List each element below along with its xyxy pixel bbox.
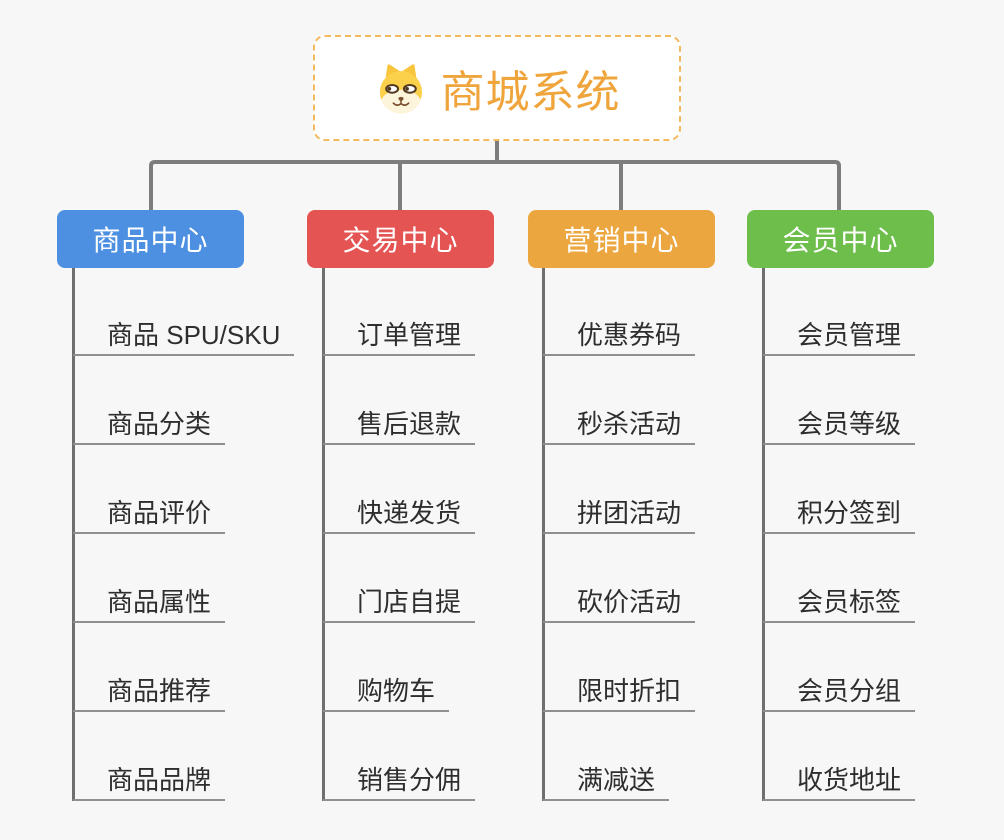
branch-rail xyxy=(542,268,545,801)
leaf-node[interactable]: 商品评价 xyxy=(73,496,226,534)
leaf-node[interactable]: 售后退款 xyxy=(323,407,476,445)
leaf-node[interactable]: 收货地址 xyxy=(763,763,916,801)
leaf-node[interactable]: 会员标签 xyxy=(763,585,916,623)
leaf-node[interactable]: 订单管理 xyxy=(323,318,476,356)
leaf-node[interactable]: 商品 SPU/SKU xyxy=(73,318,295,356)
branch-member-center[interactable]: 会员中心 xyxy=(747,210,934,268)
leaf-node[interactable]: 商品分类 xyxy=(73,407,226,445)
branch-product-center[interactable]: 商品中心 xyxy=(57,210,244,268)
leaf-node[interactable]: 会员等级 xyxy=(763,407,916,445)
leaf-node[interactable]: 销售分佣 xyxy=(323,763,476,801)
branch-marketing-center[interactable]: 营销中心 xyxy=(528,210,715,268)
leaf-node[interactable]: 商品属性 xyxy=(73,585,226,623)
leaf-node[interactable]: 会员管理 xyxy=(763,318,916,356)
leaf-node[interactable]: 满减送 xyxy=(543,763,670,801)
leaf-node[interactable]: 秒杀活动 xyxy=(543,407,696,445)
branch-rail xyxy=(72,268,75,801)
branch-label: 交易中心 xyxy=(342,225,459,256)
leaf-node[interactable]: 会员分组 xyxy=(763,674,916,712)
leaf-node[interactable]: 快递发货 xyxy=(323,496,476,534)
leaf-node[interactable]: 商品推荐 xyxy=(73,674,226,712)
branch-rail xyxy=(762,268,765,801)
leaf-node[interactable]: 积分签到 xyxy=(763,496,916,534)
root-node[interactable]: 商城系统 xyxy=(313,35,681,141)
shiba-dog-face-icon xyxy=(379,64,422,114)
leaf-node[interactable]: 砍价活动 xyxy=(543,585,696,623)
leaf-node[interactable]: 商品品牌 xyxy=(73,763,226,801)
branch-label: 营销中心 xyxy=(563,225,680,256)
leaf-node[interactable]: 限时折扣 xyxy=(543,674,696,712)
branch-label: 商品中心 xyxy=(92,225,209,256)
leaf-node[interactable]: 拼团活动 xyxy=(543,496,696,534)
branch-trade-center[interactable]: 交易中心 xyxy=(307,210,494,268)
leaf-node[interactable]: 优惠券码 xyxy=(543,318,696,356)
branch-label: 会员中心 xyxy=(782,225,899,256)
leaf-node[interactable]: 门店自提 xyxy=(323,585,476,623)
branch-rail xyxy=(322,268,325,801)
root-title: 商城系统 xyxy=(440,68,621,117)
leaf-node[interactable]: 购物车 xyxy=(323,674,450,712)
